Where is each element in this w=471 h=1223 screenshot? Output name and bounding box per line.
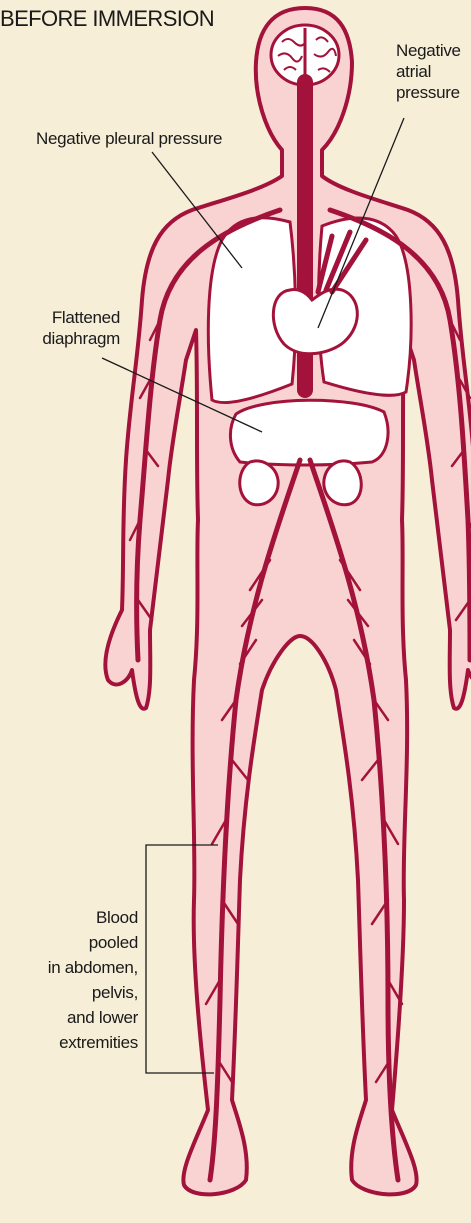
left-kidney xyxy=(240,461,278,505)
right-kidney xyxy=(324,461,361,505)
diaphragm xyxy=(230,400,388,465)
body-silhouette xyxy=(105,8,471,1194)
